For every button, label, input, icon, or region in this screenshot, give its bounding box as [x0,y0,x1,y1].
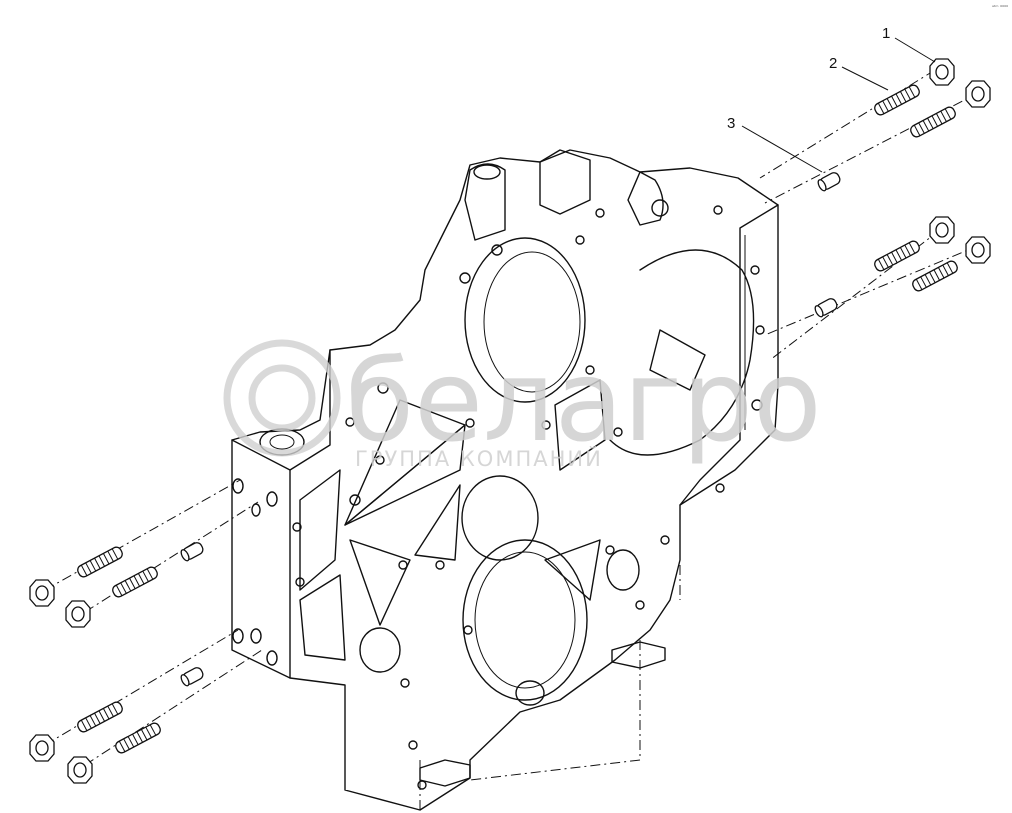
callout-1: 1 [882,25,936,63]
dowel-pin-icon [178,665,206,688]
watermark: белагро ГРУППА КОМПАНИЙ [223,337,822,471]
nut-icon [965,236,991,264]
watermark-brand: белагро [345,337,822,467]
callout-3: 3 [727,115,823,173]
nut-icon [29,579,55,607]
callout-label-2: 2 [829,55,837,72]
nut-icon [67,756,93,784]
stud-icon [908,104,958,140]
stud-icon [75,699,125,735]
callout-2: 2 [829,55,889,91]
callout-label-3: 3 [727,115,735,132]
callout-label-1: 1 [882,25,890,42]
dowel-pin-icon [815,170,843,193]
fastener-set-upper-right [812,58,991,319]
nut-icon [929,58,955,86]
watermark-tagline: ГРУППА КОМПАНИЙ [355,446,603,471]
fastener-set-left [29,540,206,784]
watermark-logo-icon [223,339,341,457]
nut-icon [29,734,55,762]
left-face-holes [232,478,278,666]
stud-icon [110,564,160,600]
nut-icon [929,216,955,244]
gear-housing [231,149,779,811]
stud-icon [872,238,922,274]
nut-icon [965,80,991,108]
stud-icon [910,258,960,294]
stud-icon [113,720,163,756]
stud-icon [872,82,922,118]
dowel-pin-icon [812,296,840,319]
nut-icon [65,600,91,628]
stud-icon [75,544,125,580]
dowel-pin-icon [178,540,206,563]
corner-mark: ᵃᵗᵐ ⁰⁰⁰⁰ [992,5,1008,11]
flange-bolt-holes [292,205,765,790]
